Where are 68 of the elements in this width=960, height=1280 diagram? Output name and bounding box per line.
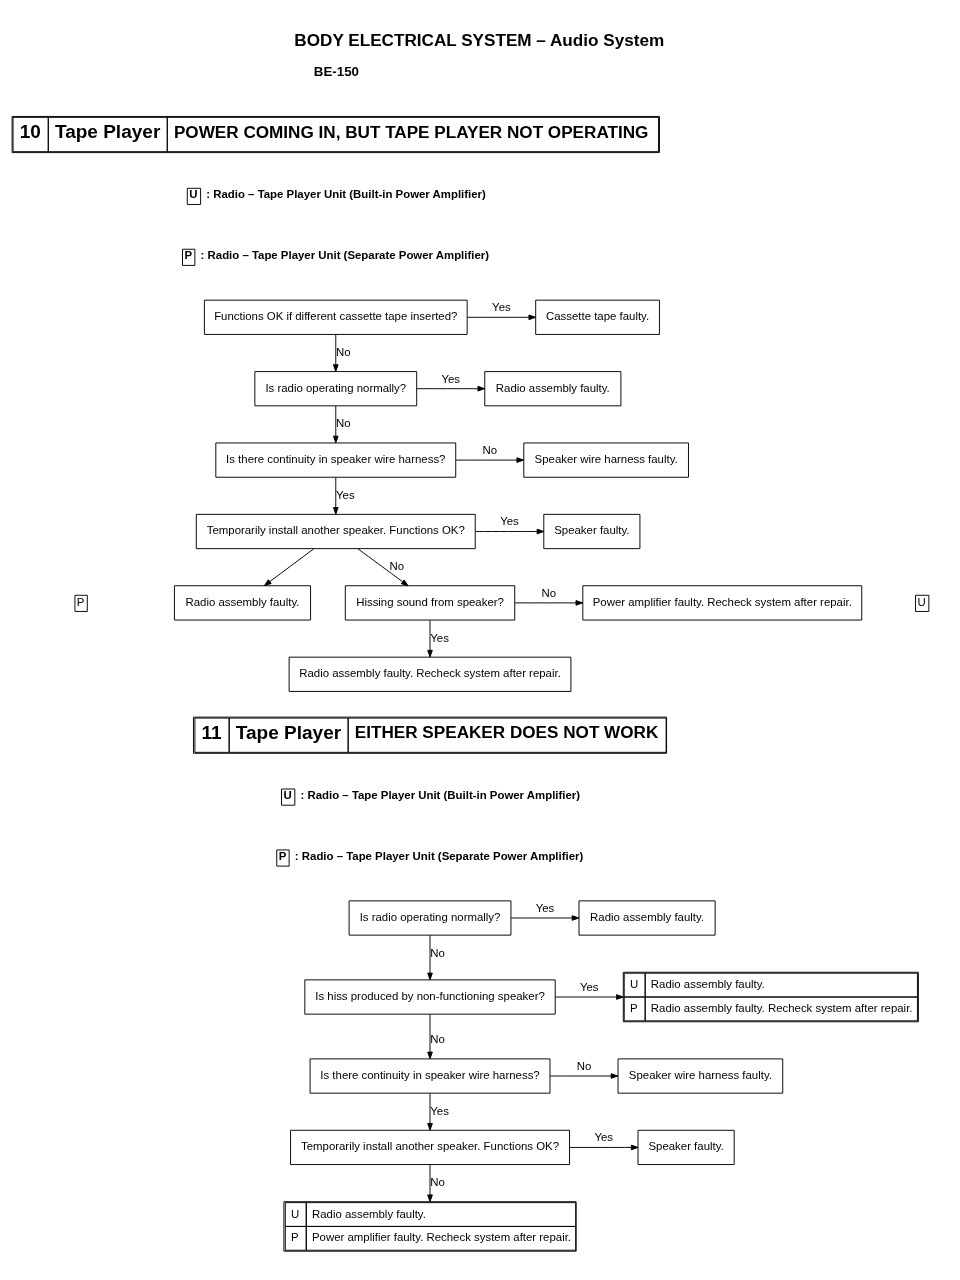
- arrow: [466, 314, 537, 320]
- label: : Radio – Tape Player Unit (Built-in Power Amplifier): [300, 788, 581, 801]
- node-box: Radio assembly faulty.: [578, 899, 716, 936]
- label: : Radio – Tape Player Unit (Separate Power Amplifier): [200, 248, 489, 261]
- edge-label: Yes: [430, 1104, 449, 1117]
- node-box: Functions OK if different cassette tape inserted?: [203, 299, 468, 335]
- edge-label: No: [482, 443, 498, 456]
- label: P: [184, 248, 193, 261]
- arrow: [554, 993, 624, 1000]
- node-box: Is there continuity in speaker wire harness?: [309, 1057, 551, 1094]
- node-box: Temporarily install another speaker. Functions OK?: [195, 513, 476, 549]
- node-box: Is hiss produced by non-functioning speaker?: [304, 978, 556, 1015]
- arrow: [427, 1013, 433, 1059]
- label: P: [278, 849, 287, 862]
- edge-label: Yes: [594, 1130, 614, 1143]
- edge-label: Yes: [500, 514, 519, 527]
- node-box: Radio assembly faulty.: [173, 584, 312, 620]
- node-box: Power amplifier faulty. Recheck system after repair.: [582, 584, 863, 620]
- label: U: [283, 788, 292, 801]
- label: BE-150: [313, 63, 360, 79]
- edge-label: Yes: [579, 980, 599, 993]
- edge-label: Yes: [335, 488, 355, 501]
- edge-label: No: [389, 559, 404, 572]
- arrow: [549, 1072, 619, 1079]
- arrow: [427, 1163, 433, 1202]
- arrow: [357, 547, 409, 586]
- node-box: Radio assembly faulty. Recheck system after repair.: [288, 656, 572, 692]
- arrow: [455, 456, 525, 463]
- arrow: [332, 476, 339, 515]
- edge-label: No: [336, 416, 351, 429]
- arrow: [427, 934, 433, 980]
- edge-label: No: [576, 1059, 592, 1072]
- arrow: [427, 619, 433, 657]
- arrow: [514, 599, 584, 606]
- arrow: [416, 385, 486, 391]
- arrow: [263, 547, 315, 586]
- edge-label: No: [430, 1175, 445, 1188]
- label: U: [189, 187, 198, 200]
- label: P: [76, 595, 85, 608]
- arrow: [510, 914, 580, 921]
- edge-label: No: [430, 946, 445, 959]
- edge-label: No: [541, 586, 557, 599]
- arrow: [332, 405, 339, 443]
- node-box: Is there continuity in speaker wire harness?: [215, 442, 457, 478]
- node-box: Temporarily install another speaker. Functions OK?: [290, 1129, 570, 1165]
- arrow: [569, 1144, 639, 1150]
- edge-label: Yes: [441, 372, 461, 385]
- node-box: Speaker faulty.: [637, 1129, 735, 1165]
- label: : Radio – Tape Player Unit (Separate Power Amplifier): [294, 849, 584, 862]
- node-box: Is radio operating normally?: [254, 370, 418, 406]
- edge-label: No: [336, 345, 351, 358]
- node-box: Hissing sound from speaker?: [344, 584, 516, 620]
- arrow: [474, 528, 545, 534]
- label: : Radio – Tape Player Unit (Built-in Power Amplifier): [206, 187, 486, 200]
- edge-label: No: [430, 1032, 445, 1045]
- node-box: Speaker wire harness faulty.: [523, 442, 689, 478]
- node-box: Speaker faulty.: [543, 513, 641, 549]
- node-box: Cassette tape faulty.: [535, 299, 660, 335]
- node-box: Speaker wire harness faulty.: [617, 1057, 784, 1094]
- edge-label: Yes: [430, 631, 449, 644]
- node-box: Radio assembly faulty.: [484, 370, 622, 406]
- edge-label: Yes: [535, 901, 555, 914]
- node-box: Is radio operating normally?: [348, 899, 512, 936]
- arrow: [427, 1092, 433, 1131]
- arrow: [332, 333, 339, 372]
- label: U: [917, 595, 926, 608]
- diagram-title: BODY ELECTRICAL SYSTEM – Audio System: [294, 29, 665, 50]
- edge-label: Yes: [492, 300, 511, 313]
